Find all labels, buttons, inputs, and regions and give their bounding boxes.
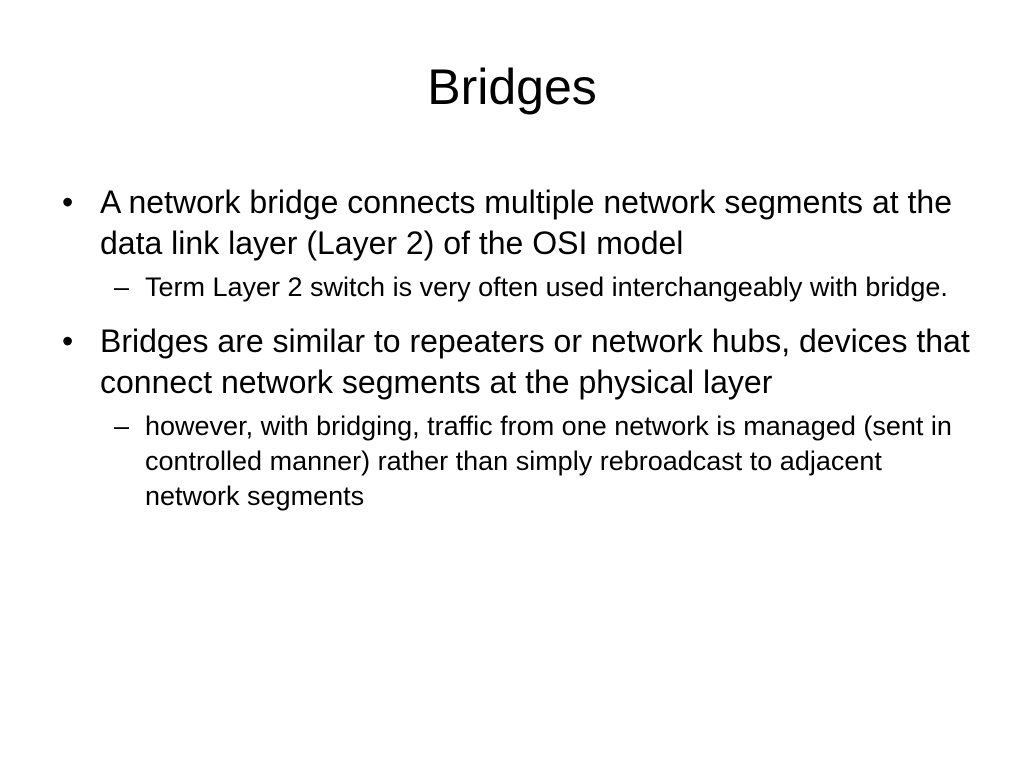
sub-bullet-item: – however, with bridging, traffic from o… — [62, 409, 972, 514]
slide-title: Bridges — [427, 59, 597, 115]
bullet-level-1: • A network bridge connects multiple net… — [62, 182, 972, 264]
sub-bullet-text: however, with bridging, traffic from one… — [145, 411, 952, 511]
bullet-text: A network bridge connects multiple netwo… — [100, 184, 952, 261]
bullet-item: • Bridges are similar to repeaters or ne… — [62, 321, 972, 514]
dash-icon: – — [114, 411, 130, 441]
sub-bullet-text: Term Layer 2 switch is very often used i… — [145, 272, 948, 302]
sub-bullet-list: – Term Layer 2 switch is very often used… — [62, 270, 972, 305]
sub-bullet-item: – Term Layer 2 switch is very often used… — [62, 270, 972, 305]
bullet-dot-icon: • — [62, 184, 74, 220]
sub-bullet-list: – however, with bridging, traffic from o… — [62, 409, 972, 514]
dash-icon: – — [114, 272, 130, 302]
bullet-item: • A network bridge connects multiple net… — [62, 182, 972, 305]
bullet-text: Bridges are similar to repeaters or netw… — [100, 323, 970, 400]
bullet-list: • A network bridge connects multiple net… — [62, 182, 972, 514]
bullet-level-1: • Bridges are similar to repeaters or ne… — [62, 321, 972, 403]
bullet-dot-icon: • — [62, 323, 74, 359]
